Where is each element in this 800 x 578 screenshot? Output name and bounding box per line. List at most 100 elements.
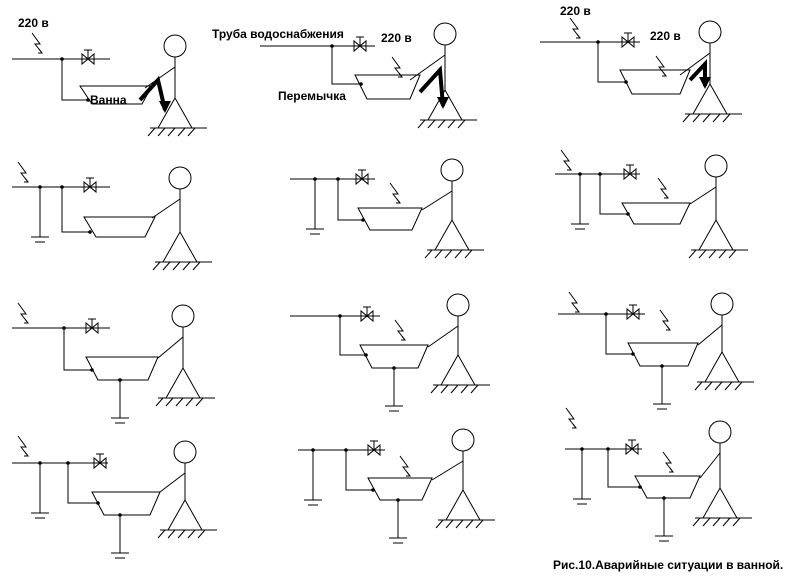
junction-dot [62,326,66,330]
floor-hatch [147,127,156,137]
junction-dot [660,364,664,368]
person-head [704,154,728,178]
person-head [433,22,457,46]
lightning-icon [659,309,671,331]
floor-hatch [702,517,711,527]
person-arm [157,336,184,359]
person-figure [144,34,207,137]
floor-hatch [692,113,701,123]
lightning-icon [31,32,43,54]
valve-body [367,443,381,457]
valve-icon [355,169,369,186]
lightning-arrow-icon [669,467,674,473]
floor-hatch [157,127,166,137]
lightning-arrow-icon [24,451,29,457]
valve-body [355,172,369,186]
scenario-panel [540,17,742,123]
floor-hatch [430,384,439,394]
lightning-icon [17,302,29,324]
bathtub-shape [83,216,156,238]
floor-hatch [732,517,741,527]
valve-body [360,309,374,323]
scenario-panel [290,158,484,259]
scenario-panel [12,32,207,137]
scenario-panel [298,428,495,544]
person-head [708,420,732,444]
person-legs [167,498,203,531]
floor-hatch [464,249,473,259]
junction-dot [596,40,600,44]
person-arm [431,460,464,481]
junction-dot [580,447,584,451]
person-figure [157,440,217,539]
junction-dot [38,461,42,465]
floor-hatch [450,384,459,394]
jumper-wire [345,450,373,491]
junction-dot [626,212,630,216]
person-figure [679,20,742,123]
bathtub-shape [79,85,153,105]
person-head [440,158,464,182]
junction-dot [578,172,582,176]
floor-hatch [444,249,453,259]
current-arrow-head [699,77,711,89]
jumper-wire [63,328,92,371]
floor-hatch [475,519,484,529]
current-path-arrow [138,75,167,111]
junction-dot [118,513,122,517]
junction-dot [396,498,400,502]
floor-hatch [692,517,701,527]
valve-icon [621,32,635,49]
floor-hatch [427,119,436,129]
valve-body [83,180,97,194]
floor-hatch [722,113,731,123]
lightning-arrow-icon [666,325,671,331]
floor-hatch [688,249,697,259]
junction-dot [96,501,100,505]
valve-body [93,456,107,470]
floor-hatch [724,381,733,391]
valve-icon [93,453,107,470]
diagram-labels: 220 в Труба водоснабжения 220 в Ванна Пе… [18,4,681,107]
person-arm [679,52,711,76]
floor-hatch [187,529,196,539]
jumper-wire [61,187,90,233]
jumper-wire [605,314,633,355]
floor-hatch [704,381,713,391]
floor-hatch [470,384,479,394]
floor-hatch [734,381,743,391]
water-pipe-label: Труба водоснабжения [212,27,344,41]
valve-body [626,307,640,321]
lightning-arrow-icon [572,423,577,429]
junction-dot [60,185,64,189]
floor-hatch [152,261,161,271]
valve-body [85,321,99,335]
junction-dot [38,185,42,189]
valve-icon [626,304,640,321]
floor-hatch [714,381,723,391]
lightning-arrow-icon [38,48,43,54]
floor-hatch [694,381,703,391]
floor-hatch [177,127,186,137]
person-legs [165,366,201,399]
lightning-icon [569,17,581,39]
junction-dot [364,353,368,357]
lightning-arrow-icon [24,177,29,183]
floor-hatch [460,384,469,394]
bathtub-shape [621,202,691,225]
junction-dot [86,98,90,102]
floor-hatch [435,519,444,529]
person-arm [151,198,181,219]
floor-hatch [445,519,454,529]
person-figure [431,428,495,529]
person-legs [445,488,481,521]
lightning-icon [662,451,674,473]
floor-hatch [457,119,466,129]
person-head [163,34,187,58]
person-legs [162,230,198,263]
floor-hatch [440,384,449,394]
lightning-arrow-icon [662,71,667,77]
valve-icon [360,306,374,323]
bathtub-shape [357,207,423,231]
person-arm [144,66,176,89]
